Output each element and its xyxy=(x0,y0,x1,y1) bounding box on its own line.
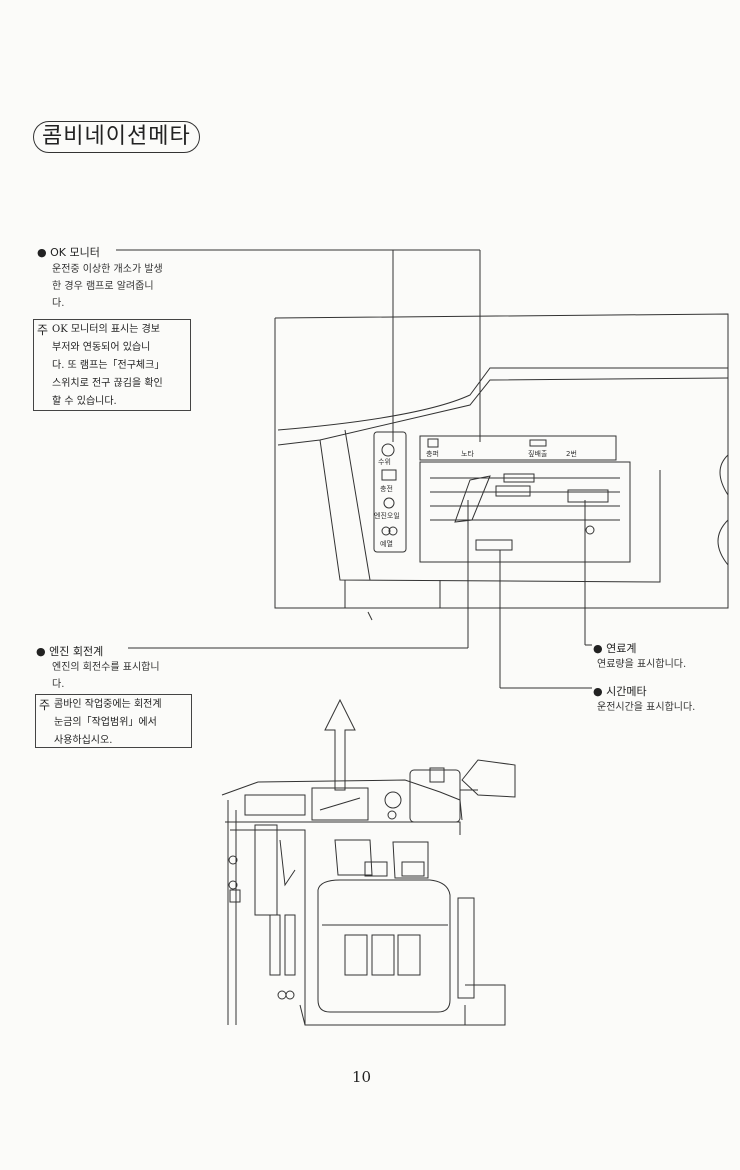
meter-panel xyxy=(274,313,729,621)
engine-tach-description: 엔진의 회전수를 표시합니 다. xyxy=(52,659,160,693)
note-line: 부저와 연동되어 있습니 xyxy=(52,342,151,353)
note-line: 콤바인 작업중에는 회전계 xyxy=(54,699,162,710)
note-mark: 주 xyxy=(39,698,51,712)
bullet-icon: ● xyxy=(36,645,46,658)
page-title: 콤비네이션메타 xyxy=(33,121,200,153)
desc-line: 한 경우 램프로 알려줍니 xyxy=(52,281,154,292)
fuel-gauge-label-text: 연료계 xyxy=(606,642,637,655)
indicator-b-label: 노타 xyxy=(461,449,474,458)
page-number: 10 xyxy=(352,1068,372,1086)
note-line: OK 모니터의 표시는 경보 xyxy=(52,324,161,335)
desc-line: 엔진의 회전수를 표시합니 xyxy=(52,662,160,673)
note-line: 눈금의「작업범위」에서 xyxy=(54,717,157,728)
desc-line: 다. xyxy=(52,298,65,309)
ok-monitor-label: ● OK 모니터 xyxy=(37,244,100,260)
indicator-oil-label: 엔진오일 xyxy=(374,511,400,520)
indicator-charge-label: 충전 xyxy=(380,484,393,493)
arrow-up-icon xyxy=(324,698,356,791)
engine-tach-label-text: 엔진 회전계 xyxy=(49,645,104,658)
note-line: 사용하십시오. xyxy=(54,735,113,746)
fuel-gauge-label: ● 연료계 xyxy=(593,640,636,656)
leader-lines xyxy=(116,249,592,689)
note-line: 다. 또 램프는「전구체크」 xyxy=(52,360,165,371)
indicator-preheat-label: 예열 xyxy=(380,539,393,548)
hour-meter-description: 운전시간을 표시합니다. xyxy=(597,702,696,713)
indicator-second-label: 2번 xyxy=(566,449,577,458)
engine-tach-note: 주 콤바인 작업중에는 회전계 눈금의「작업범위」에서 사용하십시오. xyxy=(35,694,192,748)
note-line: 할 수 있습니다. xyxy=(52,396,117,407)
ok-monitor-description: 운전중 이상한 개소가 발생 한 경우 램프로 알려줍니 다. xyxy=(52,261,163,312)
ok-monitor-label-text: OK 모니터 xyxy=(50,246,100,259)
bullet-icon: ● xyxy=(593,685,603,698)
desc-line: 다. xyxy=(52,679,65,690)
engine-tach-label: ● 엔진 회전계 xyxy=(36,643,103,659)
indicator-water-label: 수위 xyxy=(378,458,391,466)
note-line: 스위치로 전구 끊김을 확인 xyxy=(52,378,163,389)
desc-line: 운전중 이상한 개소가 발생 xyxy=(52,264,163,275)
indicator-straw-label: 짚배출 xyxy=(528,449,548,458)
note-mark: 주 xyxy=(37,323,49,337)
cab-illustration xyxy=(221,759,516,1026)
fuel-gauge-description: 연료량을 표시합니다. xyxy=(597,659,687,670)
hour-meter-label-text: 시간메타 xyxy=(606,685,647,698)
ok-monitor-note: 주 OK 모니터의 표시는 경보 부저와 연동되어 있습니 다. 또 램프는「전… xyxy=(33,319,191,411)
indicator-a-label: 충퍼 xyxy=(426,449,439,458)
bullet-icon: ● xyxy=(37,246,47,259)
hour-meter-label: ● 시간메타 xyxy=(593,683,647,699)
bullet-icon: ● xyxy=(593,642,603,655)
